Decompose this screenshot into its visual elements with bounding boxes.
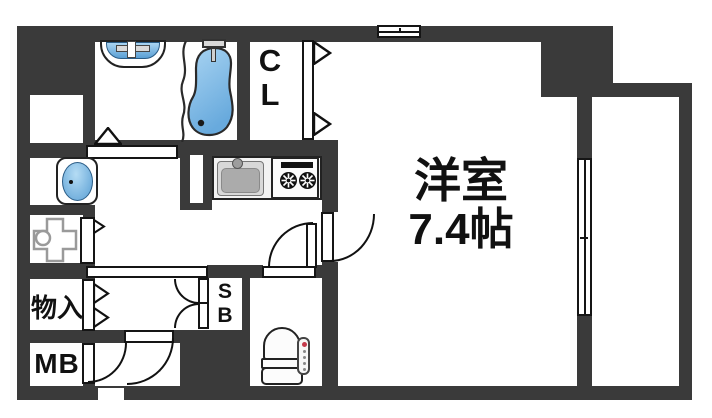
toilet-control-button — [303, 350, 306, 353]
storage-door-fold-icon — [93, 283, 110, 304]
entry-step-threshold — [86, 266, 208, 278]
bath-boundary-curve — [180, 41, 188, 142]
meter-box-label: MB — [34, 348, 80, 379]
closet-door-panel — [302, 40, 314, 140]
bath-door-threshold — [86, 145, 178, 159]
pipe-space-slot — [190, 155, 203, 203]
wall-sep2 — [17, 205, 95, 215]
room-size: 7.4帖 — [408, 205, 514, 254]
toilet-control-panel-icon — [297, 337, 310, 375]
kitchen-sink-icon — [221, 168, 260, 193]
wall-bath-closet — [237, 26, 250, 158]
wall-top-right — [612, 83, 692, 97]
toilet-tank-icon — [261, 367, 303, 385]
toilet-door-arc — [268, 222, 313, 267]
kitchen-faucet-icon — [232, 158, 243, 169]
wall-hall-toilet-b — [316, 265, 338, 278]
shoe-box-door-panel — [198, 278, 209, 305]
burner-icon — [280, 172, 297, 189]
storage-door-panel — [82, 279, 95, 331]
stove-grill-bar-icon — [281, 162, 313, 168]
vanity-drain-icon — [69, 180, 73, 184]
closet-label: CL — [258, 43, 282, 112]
wall-entry-toilet-block — [180, 330, 250, 388]
wall-right-outer — [679, 96, 692, 400]
closet-door-fold-icon — [313, 41, 332, 65]
bathtub-icon — [187, 46, 234, 137]
closet-door-fold-icon — [313, 112, 332, 136]
wall-sep3 — [17, 263, 95, 279]
window-divider — [399, 28, 401, 33]
room-name: 洋室 — [414, 154, 508, 207]
wall-bottom — [17, 386, 692, 400]
wall-top — [19, 26, 612, 42]
toilet-control-led — [302, 342, 307, 347]
wall-top-right-block — [541, 26, 613, 97]
toilet-bowl-icon — [263, 327, 301, 360]
room-label: 洋室 7.4帖 — [366, 154, 556, 254]
shoe-box-label: SB — [217, 280, 233, 327]
wall-shoebox-right — [242, 278, 250, 330]
laundry-pan-icon — [32, 217, 78, 263]
window-top-icon — [377, 25, 421, 38]
wall-room-left — [322, 140, 338, 388]
shoe-box-door-arc — [174, 279, 199, 304]
shoe-box-door-panel — [198, 302, 209, 329]
toilet-control-button — [303, 368, 306, 371]
shower-head-icon — [202, 39, 226, 48]
bath-door-fold-icon — [94, 127, 122, 145]
laundry-door-fold-icon — [93, 219, 106, 234]
vanity-bowl-icon — [62, 162, 93, 201]
entry-gap — [98, 388, 124, 400]
entry-door-arc — [127, 338, 174, 385]
burner-icon — [299, 172, 316, 189]
toilet-door-threshold — [262, 266, 316, 278]
faucet-stem-icon — [127, 41, 136, 58]
window-right-icon — [577, 158, 592, 316]
wall-hall-toilet-a — [207, 265, 263, 278]
wall-top-left-block — [19, 26, 95, 95]
wall-sep1 — [17, 143, 95, 158]
shoe-box-door-arc — [174, 303, 199, 328]
laundry-door-panel — [80, 217, 95, 264]
shower-stem-icon — [211, 48, 216, 62]
storage-label: 物入 — [30, 293, 83, 323]
toilet-control-button — [303, 362, 306, 365]
window-divider — [580, 237, 588, 239]
toilet-control-button — [303, 356, 306, 359]
storage-door-fold-icon — [93, 307, 110, 328]
meter-box-door-arc — [88, 343, 127, 383]
